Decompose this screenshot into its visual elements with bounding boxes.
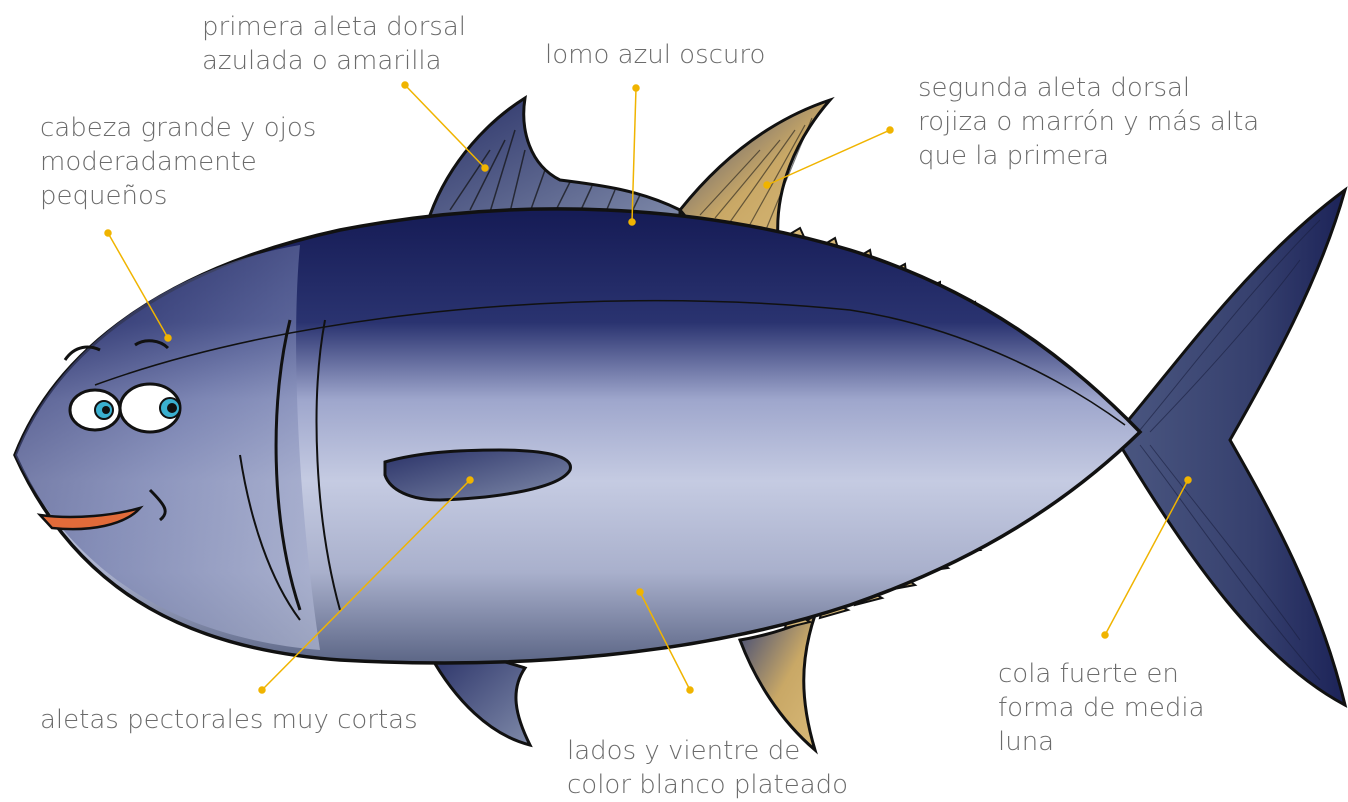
- label-line: primera aleta dorsal: [202, 10, 466, 44]
- pelvic-fin: [430, 654, 530, 745]
- label-line: forma de media: [998, 691, 1205, 725]
- label-line: luna: [998, 725, 1205, 759]
- label-line: segunda aleta dorsal: [918, 71, 1259, 105]
- label-line: lados y vientre de: [567, 734, 848, 768]
- label-back: lomo azul oscuro: [545, 38, 765, 72]
- label-line: azulada o amarilla: [202, 44, 466, 78]
- label-line: moderadamente: [40, 145, 316, 179]
- tail-fin: [1120, 190, 1345, 705]
- label-line: pequeños: [40, 179, 316, 213]
- label-sides-belly: lados y vientre de color blanco plateado: [567, 734, 848, 802]
- anal-fin: [740, 615, 815, 750]
- label-line: cola fuerte en: [998, 657, 1205, 691]
- label-line: lomo azul oscuro: [545, 38, 765, 72]
- first-dorsal-fin: [430, 98, 680, 222]
- label-line: cabeza grande y ojos: [40, 111, 316, 145]
- label-line: rojiza o marrón y más alta: [918, 105, 1259, 139]
- label-first-dorsal-fin: primera aleta dorsal azulada o amarilla: [202, 10, 466, 78]
- label-line: color blanco plateado: [567, 768, 848, 802]
- label-pectoral-fins: aletas pectorales muy cortas: [40, 703, 418, 737]
- label-second-dorsal-fin: segunda aleta dorsal rojiza o marrón y m…: [918, 71, 1259, 173]
- label-line: que la primera: [918, 139, 1259, 173]
- label-line: aletas pectorales muy cortas: [40, 703, 418, 737]
- label-head: cabeza grande y ojos moderadamente peque…: [40, 111, 316, 213]
- label-tail: cola fuerte en forma de media luna: [998, 657, 1205, 759]
- fish-body: [15, 209, 1140, 663]
